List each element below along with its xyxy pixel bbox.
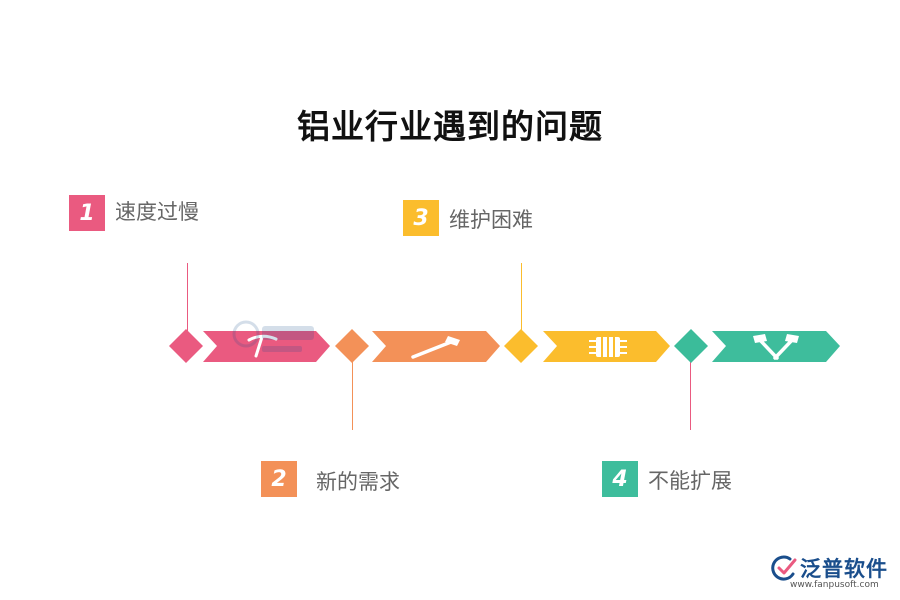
page-title: 铝业行业遇到的问题 xyxy=(297,107,603,146)
step-2-label: 新的需求 xyxy=(316,470,400,494)
step-4-chevron xyxy=(712,331,840,362)
step-4-diamond xyxy=(674,329,708,363)
step-4-connector xyxy=(690,362,691,430)
pickaxe-icon xyxy=(247,334,278,358)
brand-logo-icon xyxy=(771,555,797,581)
brand-name: 泛普软件 xyxy=(800,557,888,581)
step-4-badge: 4 xyxy=(602,461,638,497)
crossed-hammers-icon xyxy=(753,334,799,360)
step-1-diamond xyxy=(169,329,203,363)
traffic-light-icon xyxy=(589,337,627,357)
step-3-connector xyxy=(521,263,522,331)
brand-url: www.fanpusoft.com xyxy=(790,580,879,590)
brand-logo: 泛普软件 xyxy=(770,553,888,583)
step-3-badge: 3 xyxy=(403,200,439,236)
watermark xyxy=(232,316,322,376)
step-3-diamond xyxy=(504,329,538,363)
step-2-connector xyxy=(352,362,353,430)
step-3-label: 维护困难 xyxy=(449,208,533,232)
step-1-label: 速度过慢 xyxy=(115,200,199,224)
step-4-label: 不能扩展 xyxy=(648,469,732,493)
step-1-badge: 1 xyxy=(69,195,105,231)
step-2-badge: 2 xyxy=(261,461,297,497)
hammer-icon xyxy=(411,336,460,359)
step-1-connector xyxy=(187,263,188,331)
step-2-diamond xyxy=(335,329,369,363)
step-1-chevron xyxy=(203,331,330,362)
